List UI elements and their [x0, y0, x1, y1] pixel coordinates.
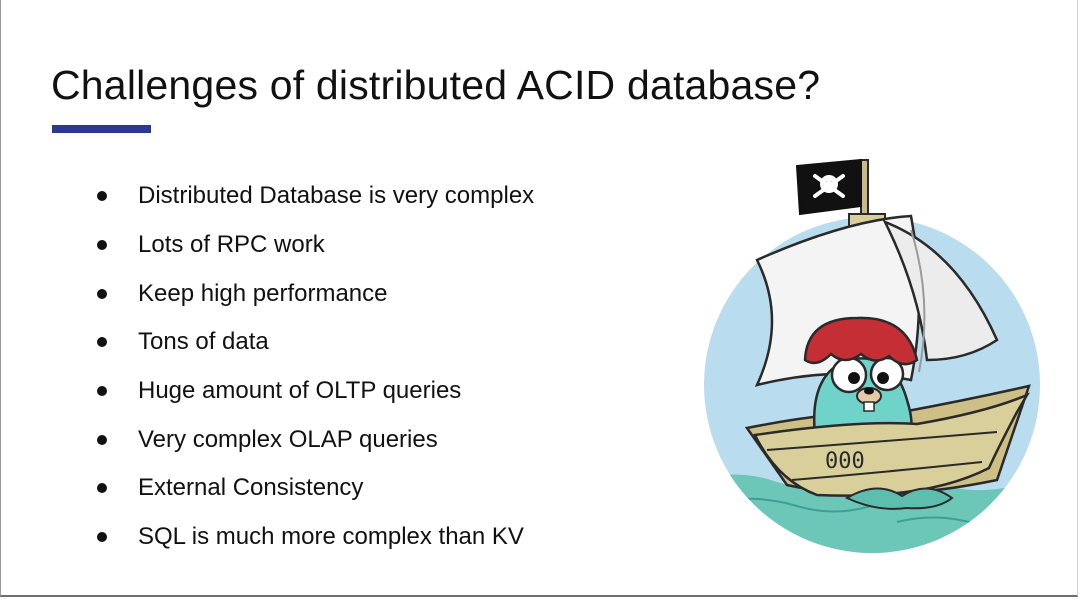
- bullet-item: External Consistency: [97, 464, 534, 513]
- bullet-text: Lots of RPC work: [138, 231, 325, 259]
- bullet-dot-icon: [97, 191, 107, 202]
- front-sail: [882, 219, 999, 362]
- bullet-list: Distributed Database is very complex Lot…: [97, 172, 534, 562]
- bullet-text: SQL is much more complex than KV: [138, 523, 524, 551]
- title-accent-bar: [52, 125, 151, 133]
- bullet-item: Distributed Database is very complex: [97, 172, 534, 221]
- bullet-item: SQL is much more complex than KV: [97, 513, 534, 562]
- bullet-text: Keep high performance: [138, 279, 388, 307]
- bullet-item: Lots of RPC work: [97, 221, 534, 270]
- bullet-dot-icon: [97, 337, 107, 348]
- bullet-dot-icon: [97, 483, 107, 494]
- bullet-text: External Consistency: [138, 474, 364, 502]
- bullet-text: Tons of data: [138, 328, 269, 356]
- bullet-text: Very complex OLAP queries: [138, 425, 438, 453]
- bullet-item: Keep high performance: [97, 269, 534, 318]
- slide-title: Challenges of distributed ACID database?: [51, 62, 821, 108]
- gopher-pirate-ship-icon: 000: [704, 158, 1040, 553]
- bullet-text: Huge amount of OLTP queries: [138, 377, 462, 405]
- hull-portholes: 000: [825, 449, 865, 474]
- bullet-item: Tons of data: [97, 318, 534, 367]
- hull: [753, 392, 1030, 497]
- hat: [803, 316, 919, 366]
- bullet-dot-icon: [97, 386, 107, 397]
- bullet-item: Very complex OLAP queries: [97, 415, 534, 464]
- bullet-item: Huge amount of OLTP queries: [97, 367, 534, 416]
- bullet-dot-icon: [97, 288, 107, 299]
- bullet-dot-icon: [97, 434, 107, 445]
- bullet-dot-icon: [97, 240, 107, 251]
- bullet-text: Distributed Database is very complex: [138, 182, 535, 210]
- bullet-dot-icon: [97, 532, 107, 543]
